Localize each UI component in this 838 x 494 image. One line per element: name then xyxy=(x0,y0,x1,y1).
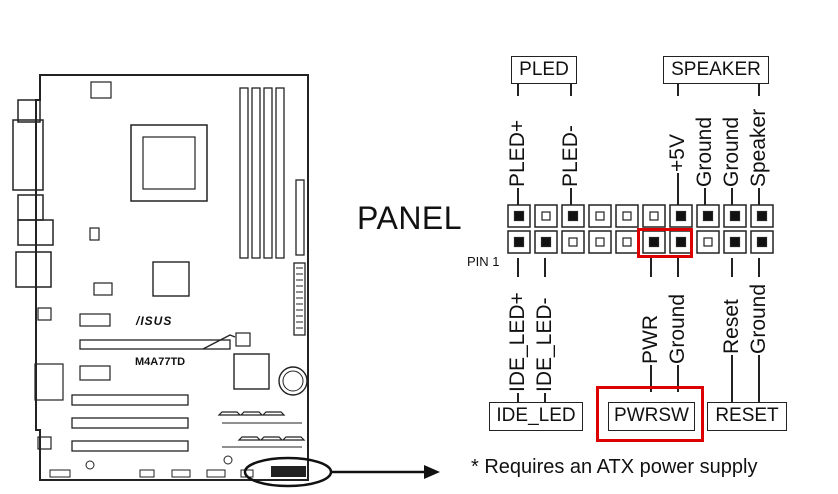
pled-box: PLED xyxy=(511,56,577,84)
chip xyxy=(235,332,251,347)
io-port xyxy=(17,194,44,221)
header-pin-used xyxy=(567,210,579,222)
pci-slot xyxy=(71,417,189,429)
pin-label-ground: Ground xyxy=(747,283,770,354)
asus-logo: /ISUS xyxy=(136,314,173,328)
header-pin-used xyxy=(756,236,768,248)
io-port xyxy=(12,119,44,191)
header-pin-used xyxy=(729,236,741,248)
pin-label-ground: Ground xyxy=(693,116,716,187)
io-port xyxy=(15,251,52,288)
dimm-slot xyxy=(239,87,249,259)
pci-slot xyxy=(71,440,189,452)
pci-slot xyxy=(71,394,189,406)
header-pin-used xyxy=(648,236,660,248)
chip xyxy=(34,363,64,401)
sata-port xyxy=(222,422,302,448)
header-pin-unused xyxy=(622,211,632,221)
atx12v-connector xyxy=(90,81,112,99)
pin1-label: PIN 1 xyxy=(467,254,500,269)
header-pin-unused xyxy=(703,237,713,247)
header-pin-unused xyxy=(649,211,659,221)
chip xyxy=(37,436,52,450)
header xyxy=(206,469,226,478)
cpu-socket-inner xyxy=(142,136,196,190)
chip xyxy=(37,307,52,321)
chip xyxy=(79,365,111,381)
pin-label-reset: Reset xyxy=(720,299,743,354)
battery xyxy=(278,366,308,396)
io-port xyxy=(17,219,54,246)
header-pin-unused xyxy=(595,211,605,221)
board-model-label: M4A77TD xyxy=(135,356,186,368)
dimm-slot xyxy=(263,87,273,259)
reset-box: RESET xyxy=(707,402,787,431)
atx-power-connector xyxy=(295,179,305,256)
chip xyxy=(93,282,113,296)
eatx-connector xyxy=(293,262,306,336)
pwrsw-box: PWRSW xyxy=(608,402,695,431)
pin-label-ide-led-plus: IDE_LED+ xyxy=(506,292,529,392)
chip xyxy=(79,313,111,327)
pwr-pins-highlight xyxy=(637,228,693,258)
header-pin-used xyxy=(513,210,525,222)
pin-label-ground: Ground xyxy=(666,293,689,364)
header-pin-used xyxy=(675,210,687,222)
cpu-socket xyxy=(130,124,208,202)
pwrsw-highlight xyxy=(596,386,704,442)
battery xyxy=(282,370,304,392)
dimm-slot xyxy=(251,87,261,259)
sata-port xyxy=(217,411,286,416)
io-port xyxy=(17,99,41,123)
atx-note: * Requires an ATX power supply xyxy=(471,456,758,478)
header-pin-unused xyxy=(541,211,551,221)
speaker-box: SPEAKER xyxy=(663,56,769,84)
panel-header-small xyxy=(271,466,306,477)
pin-label-pled-minus: PLED- xyxy=(559,125,582,187)
pin-label-5v: +5V xyxy=(666,134,689,172)
header xyxy=(49,469,71,478)
header xyxy=(171,469,191,478)
header-pin-unused xyxy=(622,237,632,247)
header-pin-used xyxy=(540,236,552,248)
header-pin-unused xyxy=(568,237,578,247)
dimm-slot xyxy=(275,87,285,259)
header-pin-used xyxy=(675,236,687,248)
pin-label-speaker: Speaker xyxy=(747,108,770,187)
chip xyxy=(89,227,100,241)
pin-label-pwr: PWR xyxy=(639,315,662,364)
southbridge xyxy=(233,353,270,390)
header-pin-unused xyxy=(595,237,605,247)
pin-label-pled-plus: PLED+ xyxy=(506,119,529,187)
pin-label-ide-led-minus: IDE_LED- xyxy=(533,297,556,392)
northbridge xyxy=(152,261,190,297)
motherboard-outline xyxy=(35,74,309,481)
panel-title: PANEL xyxy=(357,200,463,236)
panel-header-pins xyxy=(507,204,774,254)
pcie-slot xyxy=(79,339,231,350)
sata-port xyxy=(237,436,306,441)
pin-label-ground: Ground xyxy=(720,116,743,187)
header-pin-used xyxy=(729,210,741,222)
ide-led-box: IDE_LED xyxy=(489,402,583,431)
header-pin-used xyxy=(702,210,714,222)
header xyxy=(139,469,155,478)
header-pin-used xyxy=(756,210,768,222)
header-pin-used xyxy=(513,236,525,248)
